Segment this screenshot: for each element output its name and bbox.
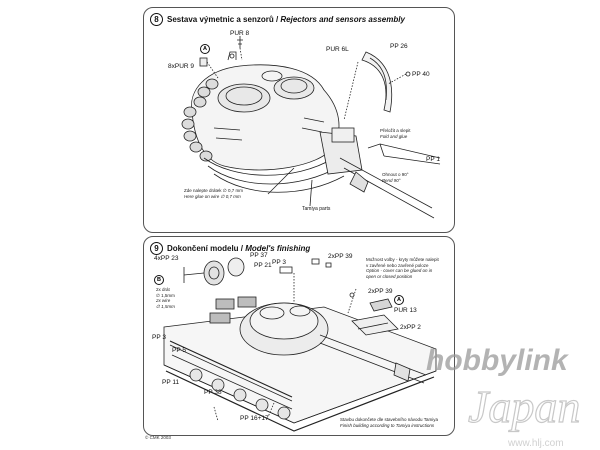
label-pp23: 4xPP 23 [154, 255, 179, 262]
wire-note-9-cz-size: ∅ 1,5mm [156, 292, 175, 298]
finish-note-cz: Stavbu dokončete dle stavebního návodu T… [340, 417, 438, 422]
fold-note-en: Fold and glue [380, 133, 408, 139]
label-pur8: PUR 8 [230, 30, 250, 37]
label-pp3-side: PP 3 [152, 334, 166, 341]
step-9-title-cz: Dokončení modelu / [167, 244, 246, 253]
wire-note: Zde nalepte drátek ∅ 0,7 mm Here glue on… [184, 188, 243, 199]
label-pur9: 8xPUR 9 [168, 63, 195, 70]
label-pp39-top: 2xPP 39 [328, 253, 353, 260]
label-pp26: PP 26 [390, 43, 408, 50]
turret-assembly-drawing [181, 36, 441, 219]
step-8-header: 8 Sestava výmetnic a senzorů / Rejectors… [150, 13, 405, 26]
label-pp21: PP 21 [254, 262, 272, 269]
watermark-script: Japan [468, 381, 580, 432]
label-pp5: PP 5 [172, 347, 186, 354]
copyright-text: © CMK 2003 [145, 435, 171, 440]
wire-note-en: Here glue on wire ∅ 0,7 mm [184, 193, 241, 199]
fold-note-cz: Přeložit a slepit [380, 128, 411, 133]
label-pp39-right: 2xPP 39 [368, 288, 393, 295]
detail-b-marker: B [154, 275, 164, 285]
label-pp16-17: PP 16+17 [240, 415, 269, 422]
step-8-title: Sestava výmetnic a senzorů / Rejectors a… [167, 15, 405, 24]
wire-note-9-cz: 2x drát [156, 287, 170, 292]
cover-note-cz-2: v zavřené nebo zavřené poloze [366, 262, 429, 268]
wire-note-9-en-size: ∅ 1,5mm [156, 303, 175, 309]
wire-note-9-en: 2x wire [156, 298, 171, 303]
label-tamiya-parts: Tamiya parts [302, 206, 331, 212]
cover-note-en-1: Option - cover can be glued on in [366, 268, 433, 273]
wire-note-9: 2x drát ∅ 1,5mm 2x wire ∅ 1,5mm [156, 287, 175, 309]
label-pur13: PUR 13 [394, 307, 417, 314]
label-pp3-top: PP 3 [272, 259, 286, 266]
cover-note-en-2: open or closed position [366, 273, 413, 279]
step-9-panel: 9 Dokončení modelu / Model's finishing [143, 236, 455, 436]
step-9-title-en: Model's finishing [245, 244, 311, 253]
tank-hull-drawing [163, 257, 437, 432]
finish-note: Stavbu dokončete dle stavebního návodu T… [340, 417, 438, 428]
wire-note-cz: Zde nalepte drátek ∅ 0,7 mm [184, 188, 243, 193]
step-9-title: Dokončení modelu / Model's finishing [167, 244, 310, 253]
step-8-title-en: Rejectors and sensors assembly [280, 15, 405, 24]
detail-a-marker: A [200, 44, 210, 54]
bend-note-cz: Ohnout o 90° [382, 172, 409, 177]
finish-note-en: Finish building according to Tamiya inst… [340, 422, 435, 428]
step-8-title-cz: Sestava výmetnic a senzorů / [167, 15, 281, 24]
label-pp2: 2xPP 2 [400, 324, 421, 331]
step-9-header: 9 Dokončení modelu / Model's finishing [150, 242, 310, 255]
label-pp40: PP 40 [412, 71, 430, 78]
label-pp37: PP 37 [250, 252, 268, 259]
bend-note: Ohnout o 90° Bend 90° [382, 172, 409, 183]
cover-note-cz-1: Možnost volby - kryty můžete nalepit [366, 257, 439, 262]
step-8-number: 8 [150, 13, 163, 26]
watermark-url: www.hlj.com [507, 438, 564, 449]
step-8-panel: 8 Sestava výmetnic a senzorů / Rejectors… [143, 7, 455, 233]
label-pur6l: PUR 6L [326, 46, 349, 53]
label-pp11: PP 11 [162, 379, 180, 386]
fold-note: Přeložit a slepit Fold and glue [380, 128, 411, 139]
label-pp38: PP 38 [204, 389, 222, 396]
label-pp1: PP 1 [426, 156, 440, 163]
cover-option-note: Možnost volby - kryty můžete nalepit v z… [366, 257, 439, 279]
detail-a-marker-9: A [394, 295, 404, 305]
bend-note-en: Bend 90° [382, 177, 401, 183]
step-9-number: 9 [150, 242, 163, 255]
